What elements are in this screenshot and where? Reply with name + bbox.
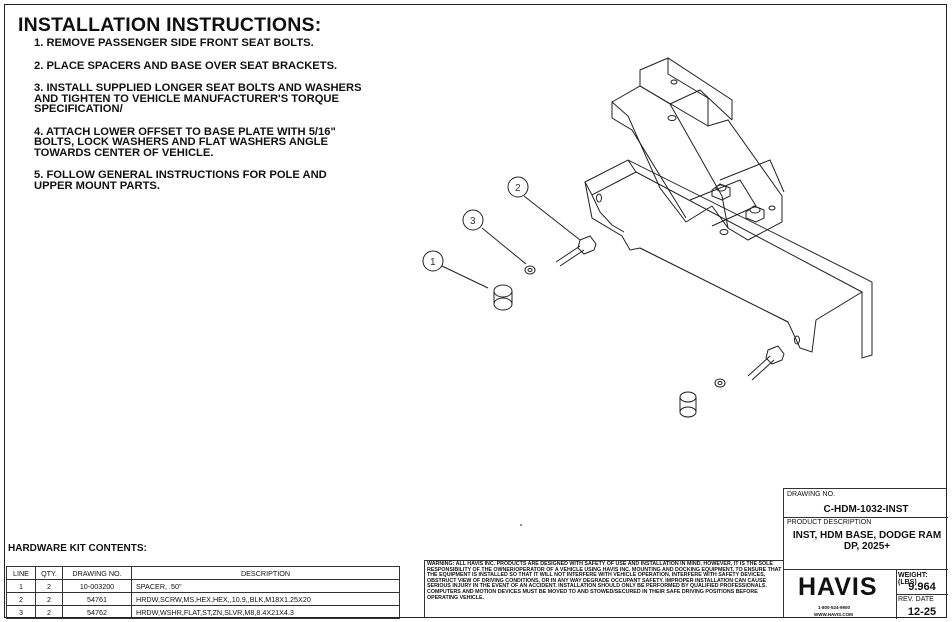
product-description: INST, HDM BASE, DODGE RAM DP, 2025+ bbox=[792, 530, 942, 552]
product-description-label: PRODUCT DESCRIPTION bbox=[787, 519, 872, 526]
title-block-divider bbox=[896, 594, 948, 595]
hardware-kit-heading: HARDWARE KIT CONTENTS: bbox=[8, 543, 147, 554]
instruction-step-4: 4. ATTACH LOWER OFFSET TO BASE PLATE WIT… bbox=[34, 125, 336, 159]
title-block-divider bbox=[784, 517, 948, 518]
bolt-part bbox=[555, 245, 585, 267]
cell-line: 3 bbox=[6, 605, 36, 619]
table-row: 1 2 10-003200 SPACER, .50" bbox=[6, 579, 400, 593]
instruction-step-3: 3. INSTALL SUPPLIED LONGER SEAT BOLTS AN… bbox=[34, 82, 362, 115]
instruction-step-2: 2. PLACE SPACERS AND BASE OVER SEAT BRAC… bbox=[34, 59, 338, 72]
safety-warning: WARNING: ALL HAVIS INC. PRODUCTS ARE DES… bbox=[424, 560, 784, 618]
callout-1: 1 bbox=[430, 257, 436, 268]
cell-line: 2 bbox=[6, 592, 36, 606]
table-header-row: LINE QTY. DRAWING NO. DESCRIPTION bbox=[6, 566, 400, 580]
callout-2: 2 bbox=[515, 183, 521, 194]
havis-logo: HAVIS bbox=[798, 573, 878, 601]
drawing-border bbox=[4, 4, 947, 618]
cell-qty: 2 bbox=[35, 579, 63, 593]
page-title: INSTALLATION INSTRUCTIONS: bbox=[18, 14, 322, 36]
instruction-step-5: 5. FOLLOW GENERAL INSTRUCTIONS FOR POLE … bbox=[34, 169, 327, 192]
cell-drawing-no: 54761 bbox=[62, 592, 132, 606]
column-header-drawing-no: DRAWING NO. bbox=[62, 566, 132, 580]
spacer-part bbox=[493, 284, 513, 298]
cell-description: SPACER, .50" bbox=[131, 579, 400, 593]
washer-part bbox=[524, 265, 536, 275]
upper-bracket bbox=[611, 85, 783, 241]
column-header-description: DESCRIPTION bbox=[131, 566, 400, 580]
cell-line: 1 bbox=[6, 579, 36, 593]
cell-qty: 2 bbox=[35, 592, 63, 606]
column-header-line: LINE bbox=[6, 566, 36, 580]
drawing-number: C-HDM-1032-INST bbox=[823, 504, 909, 515]
column-header-qty: QTY. bbox=[35, 566, 63, 580]
instruction-step-1: 1. REMOVE PASSENGER SIDE FRONT SEAT BOLT… bbox=[34, 37, 314, 49]
rev-date-value: 12-25 bbox=[907, 606, 937, 618]
drawing-no-label: DRAWING NO. bbox=[787, 491, 835, 498]
weight-value: 9.964 bbox=[908, 581, 936, 593]
rev-date-label: REV. DATE bbox=[898, 596, 934, 603]
base-plate bbox=[584, 159, 873, 359]
weight-label: WEIGHT: (LBS) bbox=[898, 572, 928, 586]
hardware-kit-table: LINE QTY. DRAWING NO. DESCRIPTION 1 2 10… bbox=[6, 566, 400, 619]
cell-description: HRDW,WSHR,FLAT,ST,ZN,SLVR,M8,8.4X21X4.3 bbox=[131, 605, 400, 619]
title-block-divider bbox=[784, 569, 948, 570]
cell-description: HRDW,SCRW,MS,HEX,HEX,,10.9,,BLK,M18X1.25… bbox=[131, 592, 400, 606]
table-row: 2 2 54761 HRDW,SCRW,MS,HEX,HEX,,10.9,,BL… bbox=[6, 592, 400, 606]
instruction-list: 1. REMOVE PASSENGER SIDE FRONT SEAT BOLT… bbox=[34, 38, 364, 203]
website: WWW.HAVIS.COM bbox=[814, 612, 853, 617]
cell-qty: 2 bbox=[35, 605, 63, 619]
phone-number: 1-800-524-9900 bbox=[818, 605, 851, 610]
title-block: DRAWING NO. C-HDM-1032-INST PRODUCT DESC… bbox=[783, 488, 948, 619]
callout-3: 3 bbox=[470, 216, 476, 227]
cell-drawing-no: 10-003200 bbox=[62, 579, 132, 593]
cell-drawing-no: 54762 bbox=[62, 605, 132, 619]
table-row: 3 2 54762 HRDW,WSHR,FLAT,ST,ZN,SLVR,M8,8… bbox=[6, 605, 400, 619]
